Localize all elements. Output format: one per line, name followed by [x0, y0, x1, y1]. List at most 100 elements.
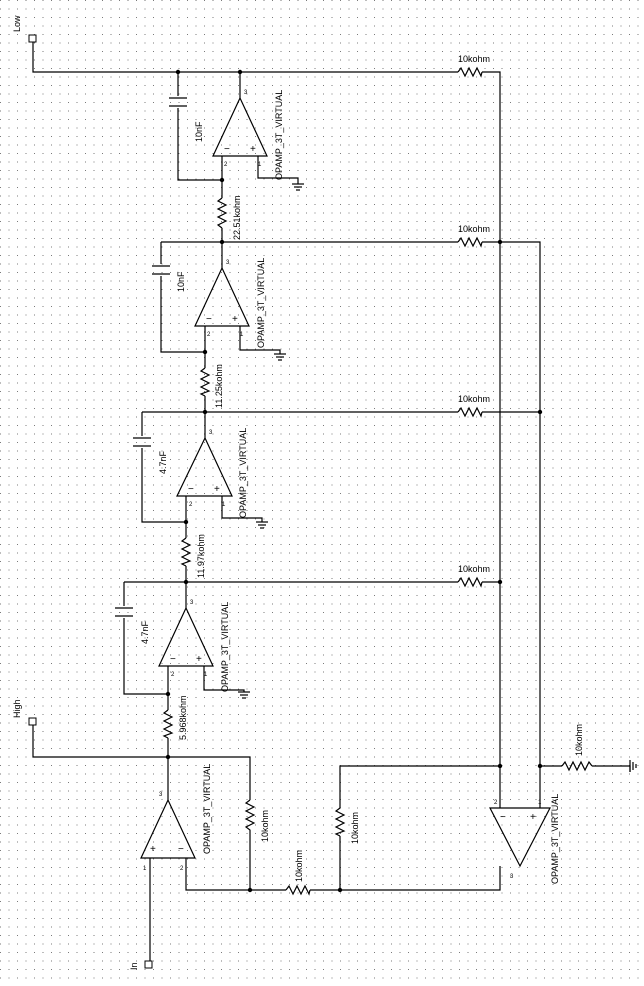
resistor-feedback-2[interactable]: 10kohm [457, 224, 490, 248]
pin-label: 3 [510, 874, 514, 880]
opamp-model-label: OPAMP_3T_VIRTUAL [550, 794, 560, 884]
stage-4: 4.7nF − + 3 2 1 OPAMP_3T_VIRTUAL 5.968ko… [115, 564, 503, 756]
ground-icon [238, 691, 250, 699]
cap-label-stage-1: 10nF [194, 121, 204, 142]
cap-label-stage-4: 4.7nF [140, 620, 150, 644]
capacitor-stage-1[interactable]: 10nF [169, 97, 204, 142]
wire-stage1-cap-loop [177, 72, 223, 181]
pin-label: 1 [143, 866, 147, 872]
opamp-plus-sign: + [530, 812, 536, 823]
opamp-stage-3[interactable]: − + 3 2 1 OPAMP_3T_VIRTUAL [176, 428, 248, 518]
resistor-stage-4[interactable]: 5.968kohm [162, 695, 188, 740]
pin-label: 2 [171, 672, 175, 678]
resistor-summer-feedback[interactable]: 10kohm [334, 807, 360, 844]
wire-summer-feedback [339, 765, 500, 890]
port-in[interactable]: In [129, 960, 153, 970]
opamp-model-label: OPAMP_3T_VIRTUAL [220, 602, 230, 692]
wire-stage3-cap-loop [141, 412, 187, 523]
port-low-label: Low [12, 15, 22, 32]
port-high-label: High [12, 699, 22, 718]
wire-stage3-ground [221, 496, 263, 522]
pin-label: 3 [226, 260, 230, 266]
opamp-model-label: OPAMP_3T_VIRTUAL [274, 90, 284, 180]
stage-3: 4.7nF − + 3 2 1 OPAMP_3T_VIRTUAL 11.97ko… [133, 394, 543, 582]
wire-input-minus [185, 858, 250, 891]
wire-stage2-ground [239, 326, 281, 354]
summing-stage: − + 3 2 1 OPAMP_3T_VIRTUAL 10kohm 10kohm [334, 724, 637, 893]
pin-label: 2 [207, 332, 211, 338]
resistor-input-feedback[interactable]: 10kohm [244, 799, 270, 842]
summer-feedback-label: 10kohm [350, 812, 360, 844]
pin-label: 1 [204, 672, 208, 678]
resistor-feedback-1[interactable]: 10kohm [457, 54, 490, 78]
capacitor-stage-2[interactable]: 10nF [152, 265, 186, 292]
input-feedback-label: 10kohm [260, 810, 270, 842]
feedback-label-1: 10kohm [458, 54, 490, 64]
opamp-stage-4[interactable]: − + 3 2 1 OPAMP_3T_VIRTUAL [158, 600, 230, 692]
ground-icon [274, 353, 286, 361]
pin-label: 1 [258, 162, 262, 168]
wire-stage1-ground [257, 156, 299, 184]
opamp-minus-sign: − [500, 812, 506, 823]
pin-label: 1 [538, 800, 542, 806]
pin-label: 3 [244, 90, 248, 96]
pin-label: 2 [224, 162, 228, 168]
stage-1: 10nF − + 3 2 1 OPAMP_3T_VIRTUAL 22.51koh… [32, 42, 501, 808]
capacitor-stage-3[interactable]: 4.7nF [133, 437, 168, 474]
pin-label: 1 [222, 502, 226, 508]
res-label-stage-1: 22.51kohm [232, 195, 242, 240]
wire-stage4-ground [203, 666, 245, 692]
cap-label-stage-2: 10nF [176, 271, 186, 292]
input-series-label: 10kohm [294, 850, 304, 882]
wire-stage2-cap-loop [160, 242, 206, 353]
wire-low-bus [32, 42, 501, 808]
opamp-model-label: OPAMP_3T_VIRTUAL [238, 428, 248, 518]
pin-label: 2 [494, 800, 498, 806]
opamp-minus-sign: − [224, 144, 230, 155]
resistor-stage-2[interactable]: 11.25kohm [199, 364, 224, 408]
opamp-stage-2[interactable]: − + 3 2 1 OPAMP_3T_VIRTUAL [194, 258, 266, 348]
ground-icon [292, 183, 304, 191]
res-label-stage-3: 11.97kohm [196, 534, 206, 578]
opamp-minus-sign: − [178, 844, 184, 855]
cap-label-stage-3: 4.7nF [158, 450, 168, 474]
opamp-input[interactable]: + − 3 1 2 OPAMP_3T_VIRTUAL [140, 764, 212, 872]
opamp-plus-sign: + [150, 844, 156, 855]
feedback-label-4: 10kohm [458, 564, 490, 574]
opamp-minus-sign: − [206, 314, 212, 325]
pin-label: 3 [159, 792, 163, 798]
capacitor-stage-4[interactable]: 4.7nF [115, 607, 150, 644]
res-label-stage-4: 5.968kohm [178, 695, 188, 740]
input-stage: + − 3 1 2 OPAMP_3T_VIRTUAL 10kohm 10kohm [32, 725, 501, 961]
pin-label: 1 [240, 332, 244, 338]
opamp-summer[interactable]: − + 3 2 1 OPAMP_3T_VIRTUAL [489, 794, 560, 884]
opamp-model-label: OPAMP_3T_VIRTUAL [256, 258, 266, 348]
ground-icon [256, 521, 268, 529]
stage-2: 10nF − + 3 2 1 OPAMP_3T_VIRTUAL 11.25koh… [152, 224, 541, 808]
opamp-plus-sign: + [250, 144, 256, 155]
opamp-plus-sign: + [214, 484, 220, 495]
pin-label: 2 [189, 502, 193, 508]
resistor-input-series[interactable]: 10kohm [285, 850, 311, 896]
feedback-label-2: 10kohm [458, 224, 490, 234]
feedback-label-3: 10kohm [458, 394, 490, 404]
res-label-stage-2: 11.25kohm [214, 364, 224, 408]
resistor-stage-3[interactable]: 11.97kohm [180, 534, 206, 578]
port-in-label: In [129, 962, 139, 970]
opamp-stage-1[interactable]: − + 3 2 1 OPAMP_3T_VIRTUAL [212, 90, 284, 180]
resistor-feedback-4[interactable]: 10kohm [457, 564, 490, 588]
pin-label: 3 [209, 430, 213, 436]
opamp-minus-sign: − [170, 654, 176, 665]
resistor-feedback-3[interactable]: 10kohm [457, 394, 490, 418]
resistor-stage-1[interactable]: 22.51kohm [216, 195, 242, 240]
opamp-plus-sign: + [196, 654, 202, 665]
ground-icon [629, 760, 637, 772]
resistor-summer-ground[interactable]: 10kohm [561, 724, 593, 772]
opamp-plus-sign: + [232, 314, 238, 325]
pin-label: 2 [180, 866, 184, 872]
summer-ground-label: 10kohm [574, 724, 584, 756]
wire-stage4-cap-loop [123, 582, 169, 695]
opamp-minus-sign: − [188, 484, 194, 495]
